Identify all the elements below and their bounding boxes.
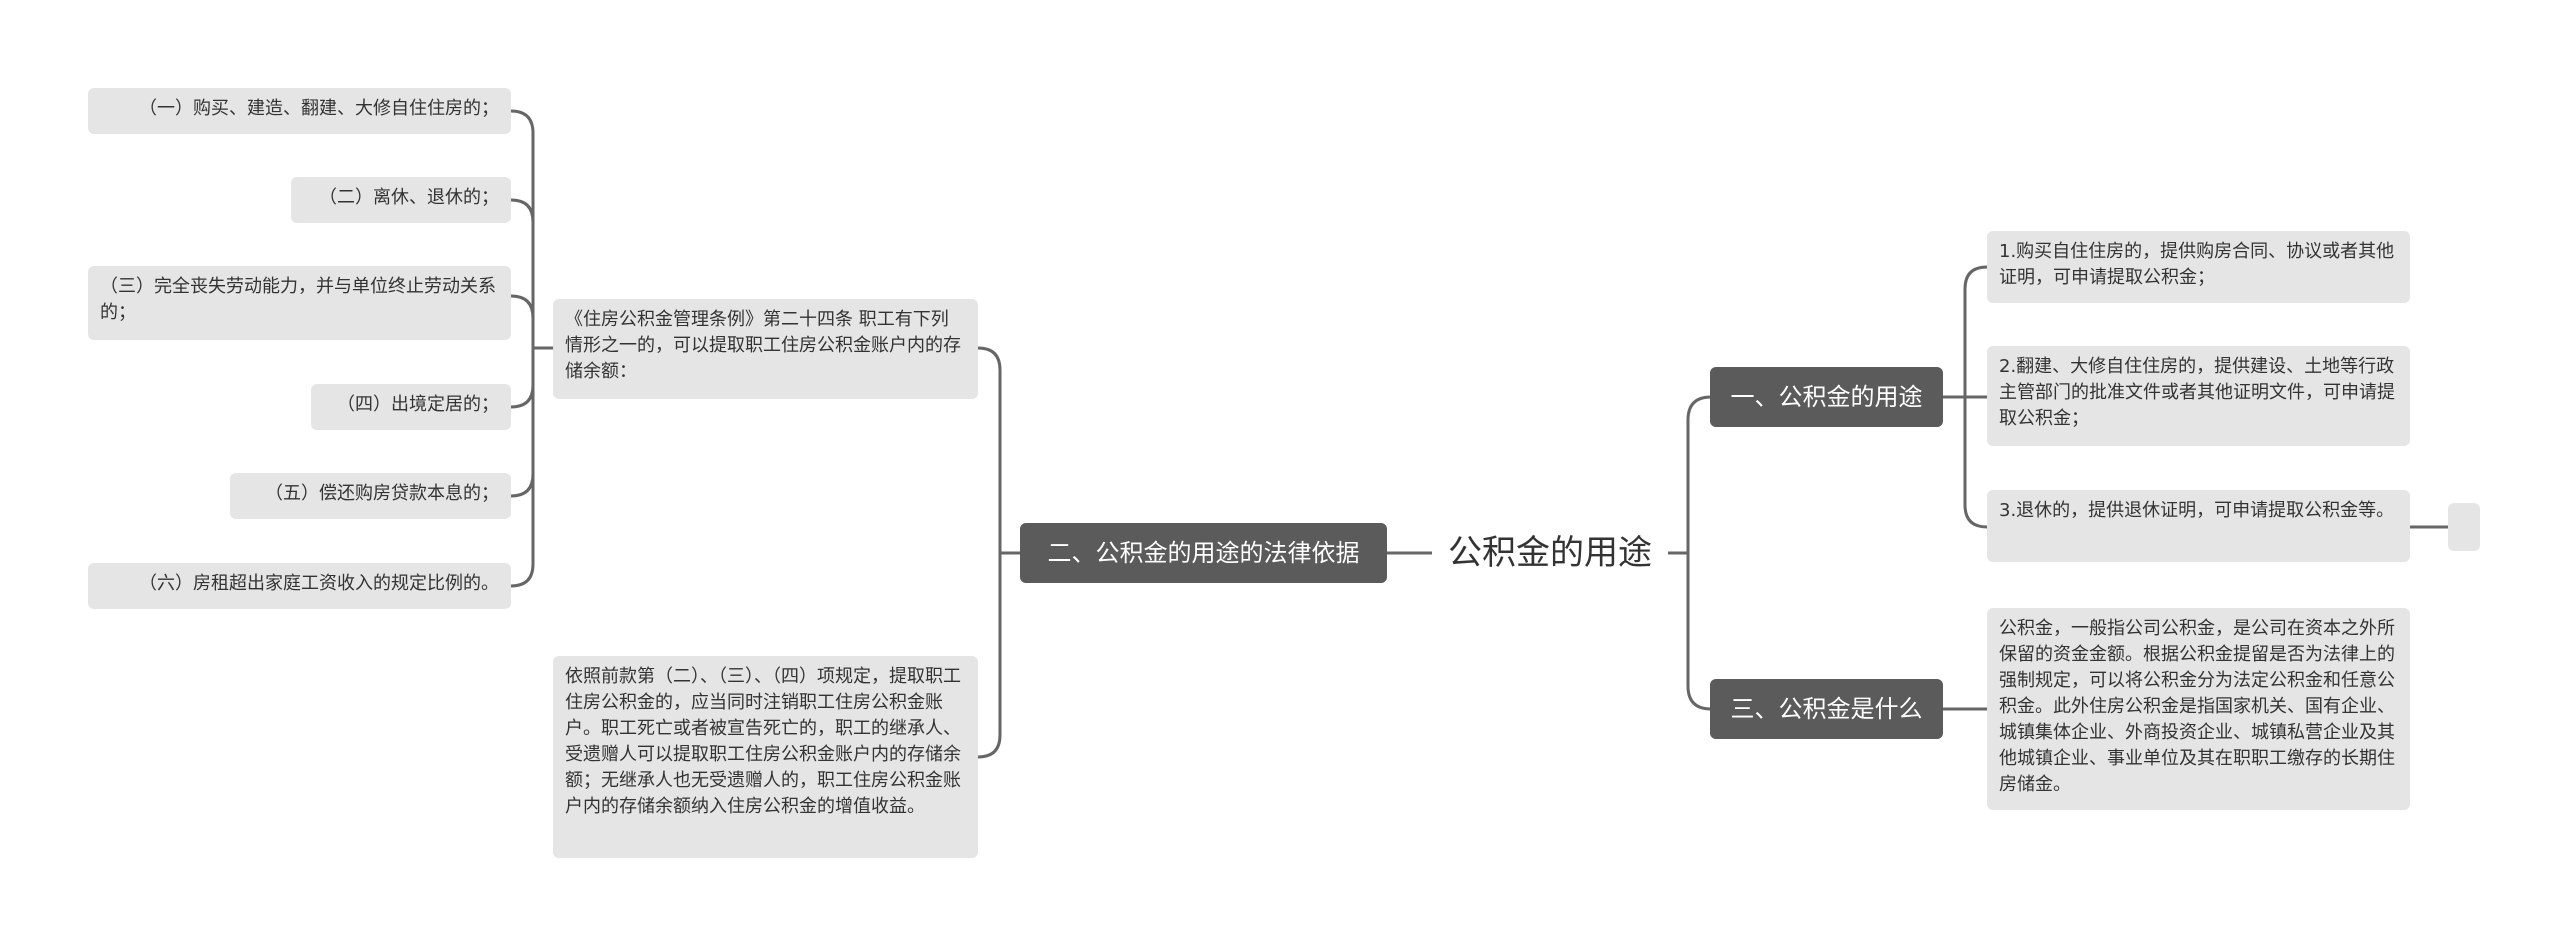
branch-what-is[interactable]: 三、公积金是什么 [1710, 679, 1943, 739]
what-is-item[interactable]: 公积金，一般指公司公积金，是公司在资本之外所保留的资金金额。根据公积金提留是否为… [1987, 608, 2410, 810]
edge-sub1-item1 [510, 109, 535, 348]
edge-sub1-item5 [510, 348, 535, 498]
edge-sub1-item4 [510, 348, 535, 409]
condition-item-3[interactable]: （三）完全丧失劳动能力，并与单位终止劳动关系的； [88, 266, 511, 340]
edge-sub1-item3 [510, 294, 535, 348]
condition-item-4[interactable]: （四）出境定居的； [311, 384, 511, 430]
edge-right1-item3 [1963, 397, 1988, 529]
edge-left-sub1 [977, 346, 1002, 553]
legal-cancellation-rule[interactable]: 依照前款第（二）、（三）、（四）项规定，提取职工住房公积金的，应当同时注销职工住… [553, 656, 978, 858]
edge-left-sub2 [977, 553, 1002, 759]
edge-right1-item1 [1963, 265, 1988, 397]
edge-sub1-item6 [510, 348, 535, 588]
usage-item-2[interactable]: 2.翻建、大修自住住房的，提供建设、土地等行政主管部门的批准文件或者其他证明文件… [1987, 346, 2410, 446]
usage-item-3-child[interactable] [2448, 503, 2480, 551]
edge-sub1-item2 [510, 198, 535, 348]
usage-item-1[interactable]: 1.购买自住住房的，提供购房合同、协议或者其他证明，可申请提取公积金； [1987, 231, 2410, 303]
edge-right-trunk-2 [1686, 553, 1712, 711]
condition-item-5[interactable]: （五）偿还购房贷款本息的； [230, 473, 511, 519]
root-topic[interactable]: 公积金的用途 [1448, 533, 1652, 573]
branch-legal-basis[interactable]: 二、公积金的用途的法律依据 [1020, 523, 1387, 583]
usage-item-3[interactable]: 3.退休的，提供退休证明，可申请提取公积金等。 [1987, 490, 2410, 562]
condition-item-2[interactable]: （二）离休、退休的； [291, 177, 511, 223]
edge-right-trunk [1686, 395, 1712, 553]
legal-regulation-article[interactable]: 《住房公积金管理条例》第二十四条 职工有下列情形之一的，可以提取职工住房公积金账… [553, 299, 978, 399]
branch-usage[interactable]: 一、公积金的用途 [1710, 367, 1943, 427]
condition-item-1[interactable]: （一）购买、建造、翻建、大修自住住房的； [88, 88, 511, 134]
condition-item-6[interactable]: （六）房租超出家庭工资收入的规定比例的。 [88, 563, 511, 609]
